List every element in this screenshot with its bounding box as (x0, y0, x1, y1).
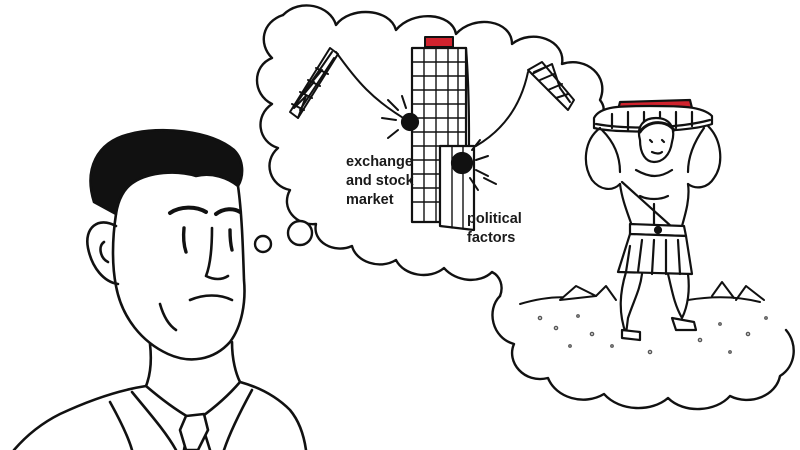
label-line: factors (467, 230, 516, 246)
burst-lines (381, 95, 497, 191)
building-roof-red (424, 36, 454, 48)
label-line: exchange (346, 154, 413, 170)
thought-cloud (255, 4, 795, 411)
impact-dot-1 (400, 112, 420, 132)
atlas-figure (584, 98, 722, 342)
label-exchange-stock-market: exchange and stock market (346, 153, 414, 210)
building-grid (411, 47, 467, 223)
hair (89, 128, 244, 216)
pebbles (537, 314, 768, 355)
label-political-factors: political factors (467, 210, 522, 248)
rocky-ground (519, 281, 768, 355)
thought-bubbles (253, 219, 314, 254)
thought-bubble-medium (286, 219, 314, 247)
label-line: political (467, 211, 522, 227)
crane-left (289, 47, 411, 123)
label-line: and stock (346, 173, 414, 189)
label-line: market (346, 192, 394, 208)
worried-man (12, 128, 308, 450)
crane-right (475, 61, 575, 147)
skyscraper-scene (289, 36, 575, 232)
impact-dot-2 (450, 151, 474, 175)
thought-bubble-small (253, 234, 273, 254)
